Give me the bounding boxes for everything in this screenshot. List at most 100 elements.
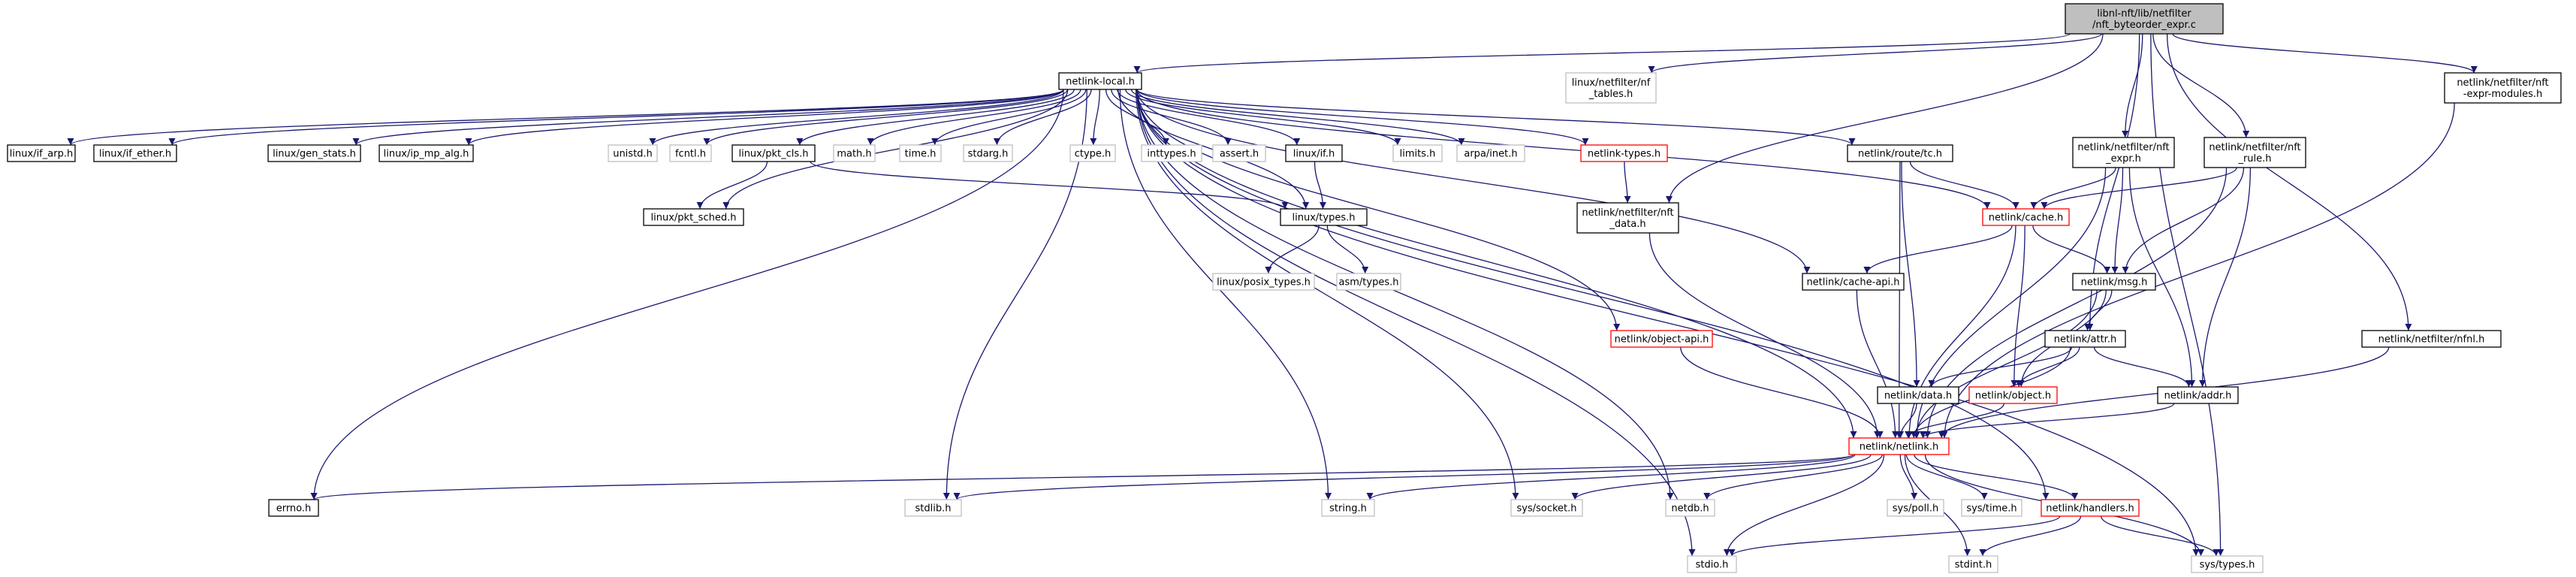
edge-netlink_netfilter_nft_expr-to-netlink_addr bbox=[2128, 167, 2196, 388]
edge-netlink_local-to-inttypes bbox=[1105, 89, 1169, 146]
node-label: linux/if_ether.h bbox=[99, 149, 171, 160]
node-inttypes[interactable]: inttypes.h bbox=[1141, 144, 1202, 162]
node-netlink-netfilter-nfnl[interactable]: netlink/netfilter/nfnl.h bbox=[2361, 330, 2502, 348]
node-label: linux/if_arp.h bbox=[10, 149, 73, 160]
edge-netlink_route_tc-to-netlink_data bbox=[1901, 161, 1920, 388]
edge-linux_pkt_cls-to-linux_types bbox=[810, 161, 1289, 210]
edge-netlink_route_tc-to-netlink_cache bbox=[1909, 161, 2019, 210]
node-label: _tables.h bbox=[1588, 89, 1633, 100]
node-linux-pkt-sched[interactable]: linux/pkt_sched.h bbox=[643, 208, 744, 226]
node-linux-pkt-cls[interactable]: linux/pkt_cls.h bbox=[731, 144, 816, 162]
node-netlink-object-api[interactable]: netlink/object-api.h bbox=[1610, 330, 1713, 348]
node-linux-if-ether[interactable]: linux/if_ether.h bbox=[93, 144, 177, 162]
edge-netlink_local-to-netdb bbox=[1136, 89, 1674, 500]
node-netlink-object[interactable]: netlink/object.h bbox=[1968, 386, 2058, 404]
node-netlink-netfilter-nft-expr-modules[interactable]: netlink/netfilter/nft-expr-modules.h bbox=[2444, 72, 2562, 104]
node-label: _data.h bbox=[1609, 219, 1645, 230]
node-netlink-attr[interactable]: netlink/attr.h bbox=[2044, 330, 2126, 348]
edge-netlink_local-to-netlink_cache_api bbox=[1136, 89, 1811, 274]
node-netlink-local[interactable]: netlink-local.h bbox=[1058, 72, 1142, 90]
node-box bbox=[904, 499, 962, 517]
node-sys-types[interactable]: sys/types.h bbox=[2191, 555, 2264, 573]
edge-layer bbox=[67, 33, 2478, 557]
node-label: netlink/netlink.h bbox=[1860, 442, 1938, 453]
node-sys-socket[interactable]: sys/socket.h bbox=[1510, 499, 1583, 517]
node-netlink-route-tc[interactable]: netlink/route/tc.h bbox=[1847, 144, 1953, 162]
node-label: ctype.h bbox=[1075, 149, 1112, 160]
node-sys-time[interactable]: sys/time.h bbox=[1961, 499, 2022, 517]
node-box bbox=[1510, 499, 1583, 517]
node-limits[interactable]: limits.h bbox=[1392, 144, 1443, 162]
node-arpa-inet[interactable]: arpa/inet.h bbox=[1456, 144, 1525, 162]
node-sys-poll[interactable]: sys/poll.h bbox=[1887, 499, 1944, 517]
node-stdint[interactable]: stdint.h bbox=[1948, 555, 1998, 573]
node-label: string.h bbox=[1329, 503, 1367, 515]
node-label: linux/ip_mp_alg.h bbox=[384, 149, 469, 160]
node-fcntl[interactable]: fcntl.h bbox=[669, 144, 712, 162]
node-label: netlink/object.h bbox=[1975, 391, 2051, 402]
node-math[interactable]: math.h bbox=[833, 144, 876, 162]
node-label: netdb.h bbox=[1671, 503, 1709, 515]
edge-netlink_local-to-time bbox=[931, 89, 1087, 146]
node-linux-if-arp[interactable]: linux/if_arp.h bbox=[7, 144, 76, 162]
node-linux-if[interactable]: linux/if.h bbox=[1285, 144, 1343, 162]
edge-netlink_netlink-to-netlink_handlers bbox=[1914, 454, 2079, 500]
edge-netlink_netlink-to-stdlib bbox=[953, 454, 1854, 500]
edge-root-to-netlink_netfilter_nfnl bbox=[2166, 33, 2412, 331]
node-layer: libnl-nft/lib/netfilter/nft_byteorder_ex… bbox=[7, 3, 2562, 573]
node-errno[interactable]: errno.h bbox=[268, 499, 319, 517]
edge-root-to-netlink_netfilter_nft_expr_modules bbox=[2172, 33, 2478, 74]
node-box bbox=[2203, 137, 2306, 168]
node-asm-types[interactable]: asm/types.h bbox=[1336, 273, 1401, 291]
node-netlink-cache-api[interactable]: netlink/cache-api.h bbox=[1802, 273, 1905, 291]
node-unistd[interactable]: unistd.h bbox=[608, 144, 658, 162]
node-netlink-cache[interactable]: netlink/cache.h bbox=[1982, 208, 2070, 226]
node-linux-gen-stats[interactable]: linux/gen_stats.h bbox=[267, 144, 361, 162]
node-netlink-netfilter-nft-data[interactable]: netlink/netfilter/nft_data.h bbox=[1576, 202, 1679, 234]
node-linux-posix-types[interactable]: linux/posix_types.h bbox=[1212, 273, 1315, 291]
edge-netlink_attr-to-netlink_object bbox=[2015, 346, 2080, 388]
node-netlink-types[interactable]: netlink-types.h bbox=[1580, 144, 1668, 162]
node-ctype[interactable]: ctype.h bbox=[1069, 144, 1116, 162]
node-box bbox=[2191, 555, 2264, 573]
edge-netlink_local-to-errno bbox=[310, 89, 1064, 500]
node-netlink-data[interactable]: netlink/data.h bbox=[1877, 386, 1959, 404]
node-label: netlink/netfilter/nft bbox=[2077, 142, 2169, 153]
node-linux-types[interactable]: linux/types.h bbox=[1280, 208, 1368, 226]
node-netlink-netlink[interactable]: netlink/netlink.h bbox=[1848, 437, 1950, 455]
node-label: arpa/inet.h bbox=[1464, 149, 1517, 160]
edge-root-to-linux_netfilter_nf_tables bbox=[1648, 33, 2102, 74]
edge-netlink_msg-to-netlink_attr bbox=[2084, 289, 2113, 331]
node-label: stdarg.h bbox=[968, 149, 1009, 160]
node-box bbox=[1580, 144, 1668, 162]
node-string[interactable]: string.h bbox=[1321, 499, 1375, 517]
node-box bbox=[2361, 330, 2502, 348]
edge-netlink_handlers-to-sys_types bbox=[2100, 515, 2220, 557]
edge-netlink_cache-to-netlink_msg bbox=[2032, 225, 2111, 274]
node-netlink-addr[interactable]: netlink/addr.h bbox=[2157, 386, 2239, 404]
node-box bbox=[2041, 499, 2140, 517]
node-stdio[interactable]: stdio.h bbox=[1687, 555, 1737, 573]
node-box bbox=[1212, 144, 1266, 162]
node-assert[interactable]: assert.h bbox=[1212, 144, 1266, 162]
node-netdb[interactable]: netdb.h bbox=[1665, 499, 1715, 517]
node-box bbox=[1610, 330, 1713, 348]
edge-netlink_local-to-linux_ip_mp_alg bbox=[465, 89, 1064, 146]
node-linux-ip-mp-alg[interactable]: linux/ip_mp_alg.h bbox=[379, 144, 474, 162]
node-netlink-netfilter-nft-rule[interactable]: netlink/netfilter/nft_rule.h bbox=[2203, 137, 2306, 168]
node-linux-netfilter-nf-tables[interactable]: linux/netfilter/nf_tables.h bbox=[1565, 72, 1657, 104]
edge-netlink_netlink-to-string bbox=[1366, 454, 1856, 500]
node-label: sys/types.h bbox=[2200, 560, 2255, 571]
node-root[interactable]: libnl-nft/lib/netfilter/nft_byteorder_ex… bbox=[2065, 3, 2224, 35]
node-box bbox=[93, 144, 177, 162]
node-box bbox=[1961, 499, 2022, 517]
node-label: netlink/handlers.h bbox=[2046, 503, 2134, 515]
node-netlink-netfilter-nft-expr[interactable]: netlink/netfilter/nft_expr.h bbox=[2072, 137, 2175, 168]
node-box bbox=[833, 144, 876, 162]
node-netlink-msg[interactable]: netlink/msg.h bbox=[2072, 273, 2156, 291]
node-stdlib[interactable]: stdlib.h bbox=[904, 499, 962, 517]
node-time[interactable]: time.h bbox=[899, 144, 942, 162]
node-box bbox=[1848, 437, 1950, 455]
node-netlink-handlers[interactable]: netlink/handlers.h bbox=[2041, 499, 2140, 517]
node-stdarg[interactable]: stdarg.h bbox=[963, 144, 1013, 162]
